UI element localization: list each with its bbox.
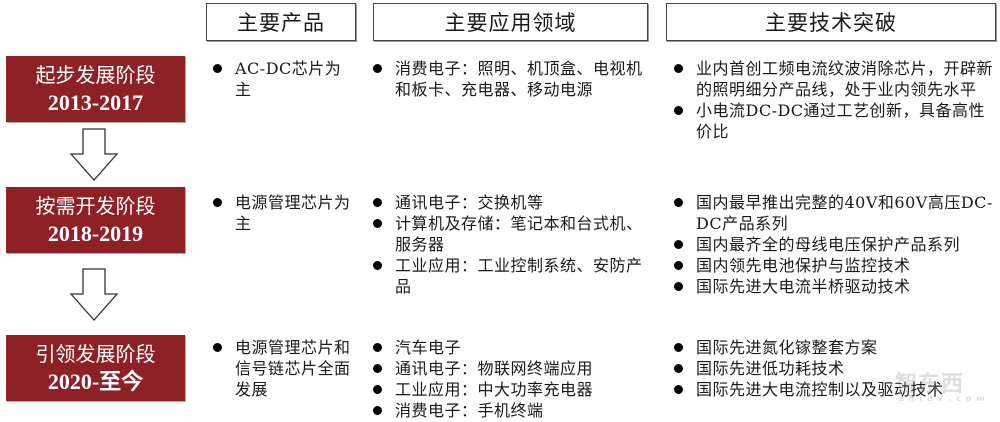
list-item: 小电流DC-DC通过工艺创新，具备高性价比 <box>672 100 997 142</box>
watermark-main: 智东西 <box>895 372 965 397</box>
stage3-products-list: 电源管理芯片和信号链芯片全面发展 <box>211 337 351 400</box>
stage-years: 2013-2017 <box>47 90 144 115</box>
list-item: 工业应用：工业控制系统、安防产品 <box>371 255 656 297</box>
stage-name: 按需开发阶段 <box>35 194 156 218</box>
list-item: 通讯电子：交换机等 <box>371 192 656 213</box>
list-item: 国际先进大电流控制以及驱动技术 <box>672 379 997 400</box>
down-arrow-icon <box>69 128 119 181</box>
list-item: AC-DC芯片为主 <box>211 58 351 100</box>
stage3-breakthroughs-list: 国际先进氮化镓整套方案 国际先进低功耗技术 国际先进大电流控制以及驱动技术 <box>672 337 997 400</box>
down-arrow-icon <box>69 268 119 321</box>
stage2-breakthroughs-list: 国内最早推出完整的40V和60V高压DC-DC产品系列 国内最齐全的母线电压保护… <box>672 192 997 297</box>
stage-name: 起步发展阶段 <box>35 63 156 87</box>
list-item: 国内最齐全的母线电压保护产品系列 <box>672 234 997 255</box>
list-item: 国内领先电池保护与监控技术 <box>672 255 997 276</box>
list-item: 消费电子：照明、机顶盒、电视机和板卡、充电器、移动电源 <box>371 58 656 100</box>
watermark-logo: 智东西 zhidx.com <box>895 366 995 406</box>
list-item: 消费电子：手机终端 <box>371 400 656 421</box>
list-item: 国内最早推出完整的40V和60V高压DC-DC产品系列 <box>672 192 997 234</box>
list-item: 国际先进氮化镓整套方案 <box>672 337 997 358</box>
stage3-applications-list: 汽车电子 通讯电子：物联网终端应用 工业应用：中大功率充电器 消费电子：手机终端 <box>371 337 656 421</box>
list-item: 电源管理芯片为主 <box>211 192 351 234</box>
list-item: 计算机及存储：笔记本和台式机、服务器 <box>371 213 656 255</box>
watermark-sub: zhidx.com <box>899 394 990 403</box>
stage-box-leading: 引领发展阶段 2020-至今 <box>6 335 185 401</box>
list-item: 国际先进大电流半桥驱动技术 <box>672 276 997 297</box>
stage-years: 2020-至今 <box>47 369 144 394</box>
stage-years: 2018-2019 <box>47 221 144 246</box>
header-main-applications: 主要应用领域 <box>373 3 648 41</box>
stage1-breakthroughs-list: 业内首创工频电流纹波消除芯片，开辟新的照明细分产品线，处于业内领先水平 小电流D… <box>672 58 997 142</box>
stage-box-startup: 起步发展阶段 2013-2017 <box>6 56 185 122</box>
stage1-products-list: AC-DC芯片为主 <box>211 58 351 100</box>
stage-box-on-demand: 按需开发阶段 2018-2019 <box>6 187 185 253</box>
list-item: 电源管理芯片和信号链芯片全面发展 <box>211 337 351 400</box>
stage1-applications-list: 消费电子：照明、机顶盒、电视机和板卡、充电器、移动电源 <box>371 58 656 100</box>
stage2-applications-list: 通讯电子：交换机等 计算机及存储：笔记本和台式机、服务器 工业应用：工业控制系统… <box>371 192 656 297</box>
list-item: 国际先进低功耗技术 <box>672 358 997 379</box>
header-main-products: 主要产品 <box>206 3 356 41</box>
list-item: 汽车电子 <box>371 337 656 358</box>
list-item: 业内首创工频电流纹波消除芯片，开辟新的照明细分产品线，处于业内领先水平 <box>672 58 997 100</box>
stage2-products-list: 电源管理芯片为主 <box>211 192 351 234</box>
list-item: 工业应用：中大功率充电器 <box>371 379 656 400</box>
header-main-breakthroughs: 主要技术突破 <box>666 3 996 41</box>
stage-name: 引领发展阶段 <box>35 342 156 366</box>
list-item: 通讯电子：物联网终端应用 <box>371 358 656 379</box>
